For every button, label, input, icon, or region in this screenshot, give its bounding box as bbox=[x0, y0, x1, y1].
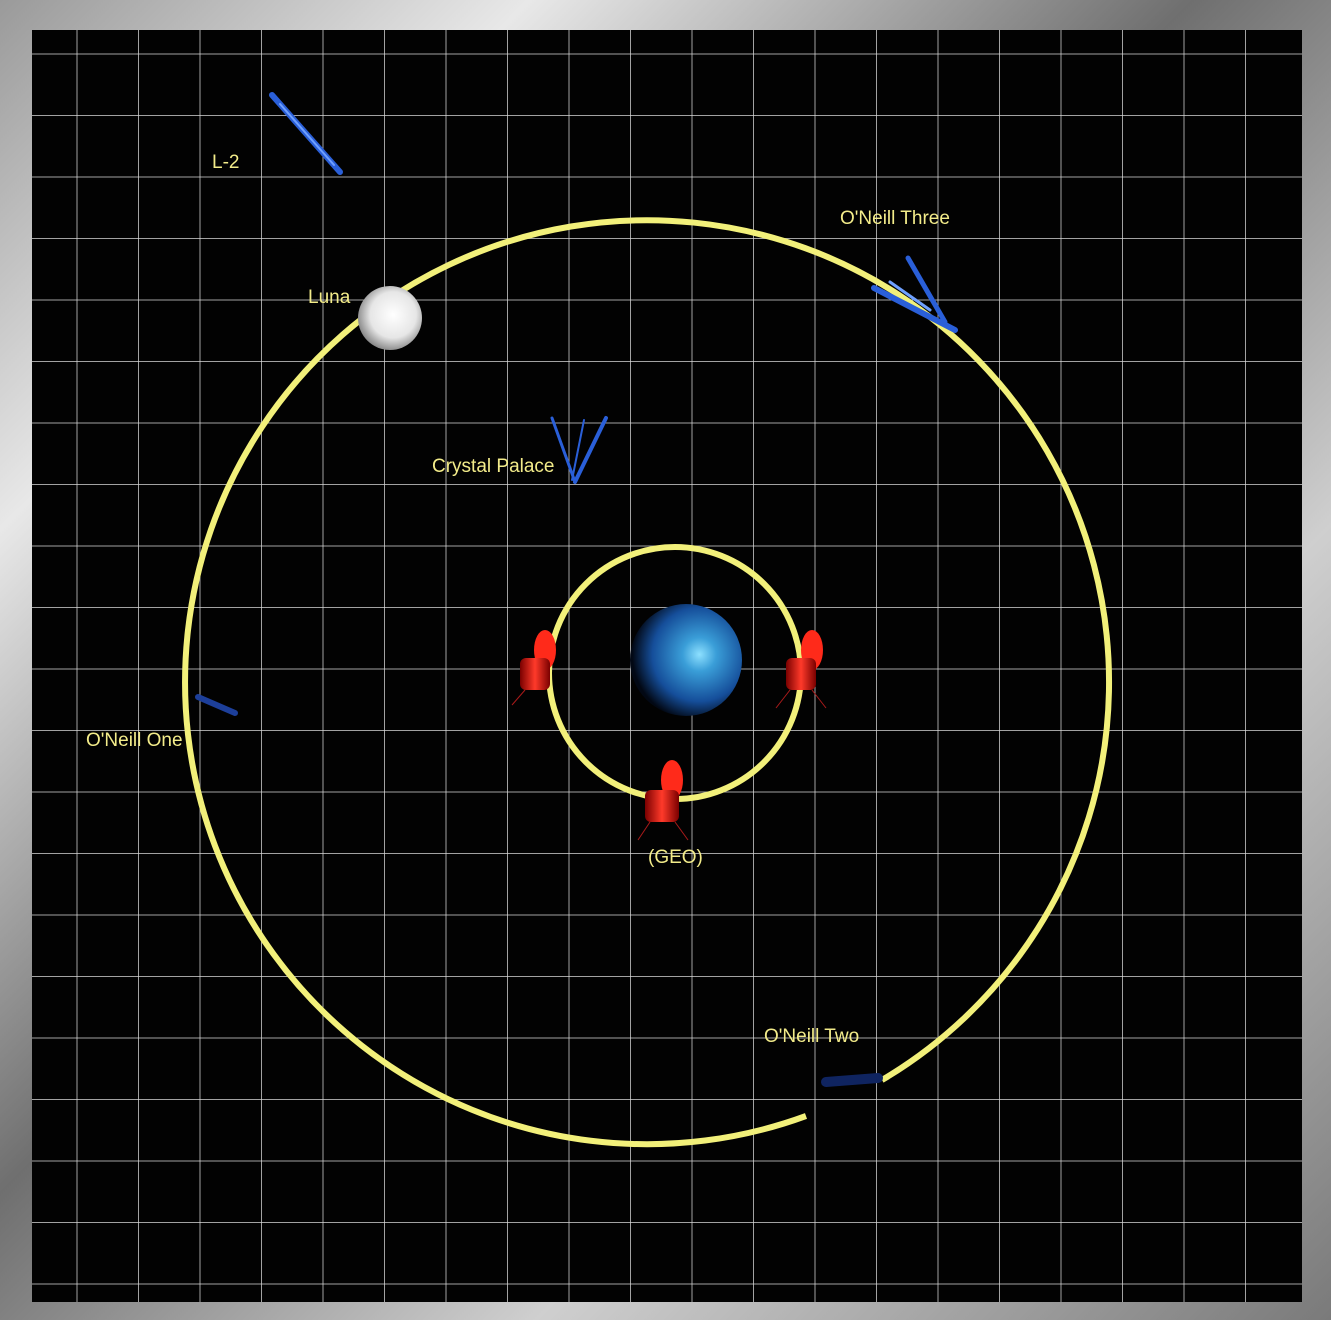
grid bbox=[32, 30, 1302, 1302]
label-luna: Luna bbox=[308, 287, 351, 308]
label-oneill-three: O'Neill Three bbox=[840, 208, 950, 229]
lunar-orbit bbox=[182, 217, 1113, 1148]
space-habitat-icon bbox=[550, 416, 608, 484]
space-habitat-icon bbox=[269, 92, 343, 175]
satellite-icon bbox=[775, 630, 827, 709]
moon-icon bbox=[358, 286, 422, 350]
satellite-icon bbox=[637, 760, 689, 841]
label-oneill-one: O'Neill One bbox=[86, 730, 183, 751]
label-l2: L-2 bbox=[212, 152, 239, 173]
space-habitat-icon bbox=[195, 694, 238, 716]
earth-icon bbox=[630, 604, 742, 716]
label-geo: (GEO) bbox=[648, 847, 703, 868]
label-crystal-palace: Crystal Palace bbox=[432, 456, 555, 477]
label-oneill-two: O'Neill Two bbox=[764, 1026, 859, 1047]
satellite-icon bbox=[511, 630, 556, 706]
space-habitat-icon bbox=[871, 255, 958, 333]
space-habitat-icon bbox=[821, 1073, 883, 1087]
